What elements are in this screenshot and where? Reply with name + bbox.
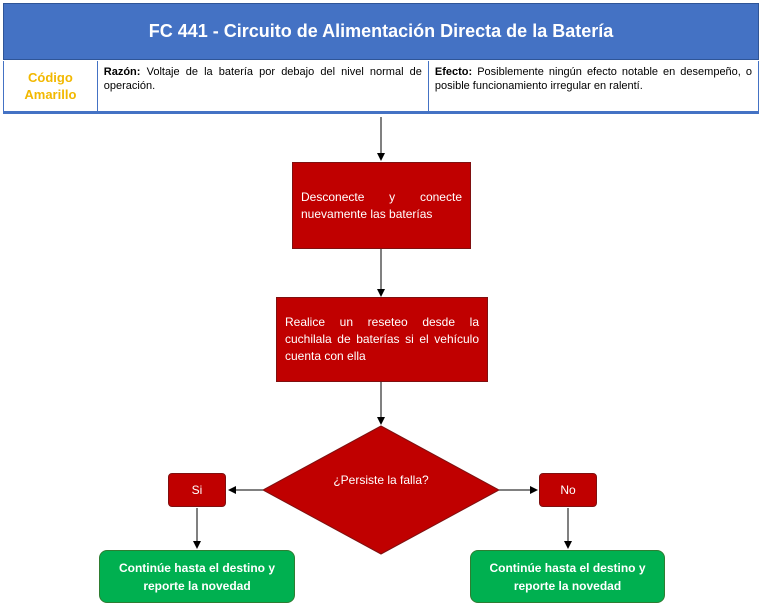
no-label: No <box>560 483 576 497</box>
step-2-box: Realice un reseteo desde la cuchilala de… <box>276 297 488 382</box>
yes-box: Si <box>168 473 226 507</box>
no-result-box: Continúe hasta el destino y reporte la n… <box>470 550 665 603</box>
yes-result-text: Continúe hasta el destino y reporte la n… <box>118 560 276 593</box>
decision-text: ¿Persiste la falla? <box>333 473 429 487</box>
step-1-text: Desconecte y conecte nuevamente las bate… <box>301 189 462 221</box>
yes-result-box: Continúe hasta el destino y reporte la n… <box>99 550 295 603</box>
decision-diamond <box>261 425 501 555</box>
title-text: FC 441 - Circuito de Alimentación Direct… <box>148 21 614 41</box>
effect-label: Efecto: <box>434 66 473 78</box>
no-result-text: Continúe hasta el destino y reporte la n… <box>489 560 646 593</box>
reason-text: Voltaje de la batería por debajo del niv… <box>103 66 422 92</box>
page-title: FC 441 - Circuito de Alimentación Direct… <box>3 3 759 60</box>
yes-label: Si <box>191 483 203 497</box>
step-2-text: Realice un reseteo desde la cuchilala de… <box>285 315 479 363</box>
effect-text: Posiblemente ningún efecto notable en de… <box>434 66 752 92</box>
reason-label: Razón: <box>103 66 141 78</box>
code-cell: Código Amarillo <box>4 61 98 111</box>
info-table: Código Amarillo Razón: Voltaje de la bat… <box>3 61 759 114</box>
effect-cell: Efecto: Posiblemente ningún efecto notab… <box>429 61 758 111</box>
code-line-1: Código <box>28 70 73 85</box>
reason-cell: Razón: Voltaje de la batería por debajo … <box>98 61 429 111</box>
step-1-box: Desconecte y conecte nuevamente las bate… <box>292 162 471 249</box>
no-box: No <box>539 473 597 507</box>
code-line-2: Amarillo <box>24 87 77 102</box>
